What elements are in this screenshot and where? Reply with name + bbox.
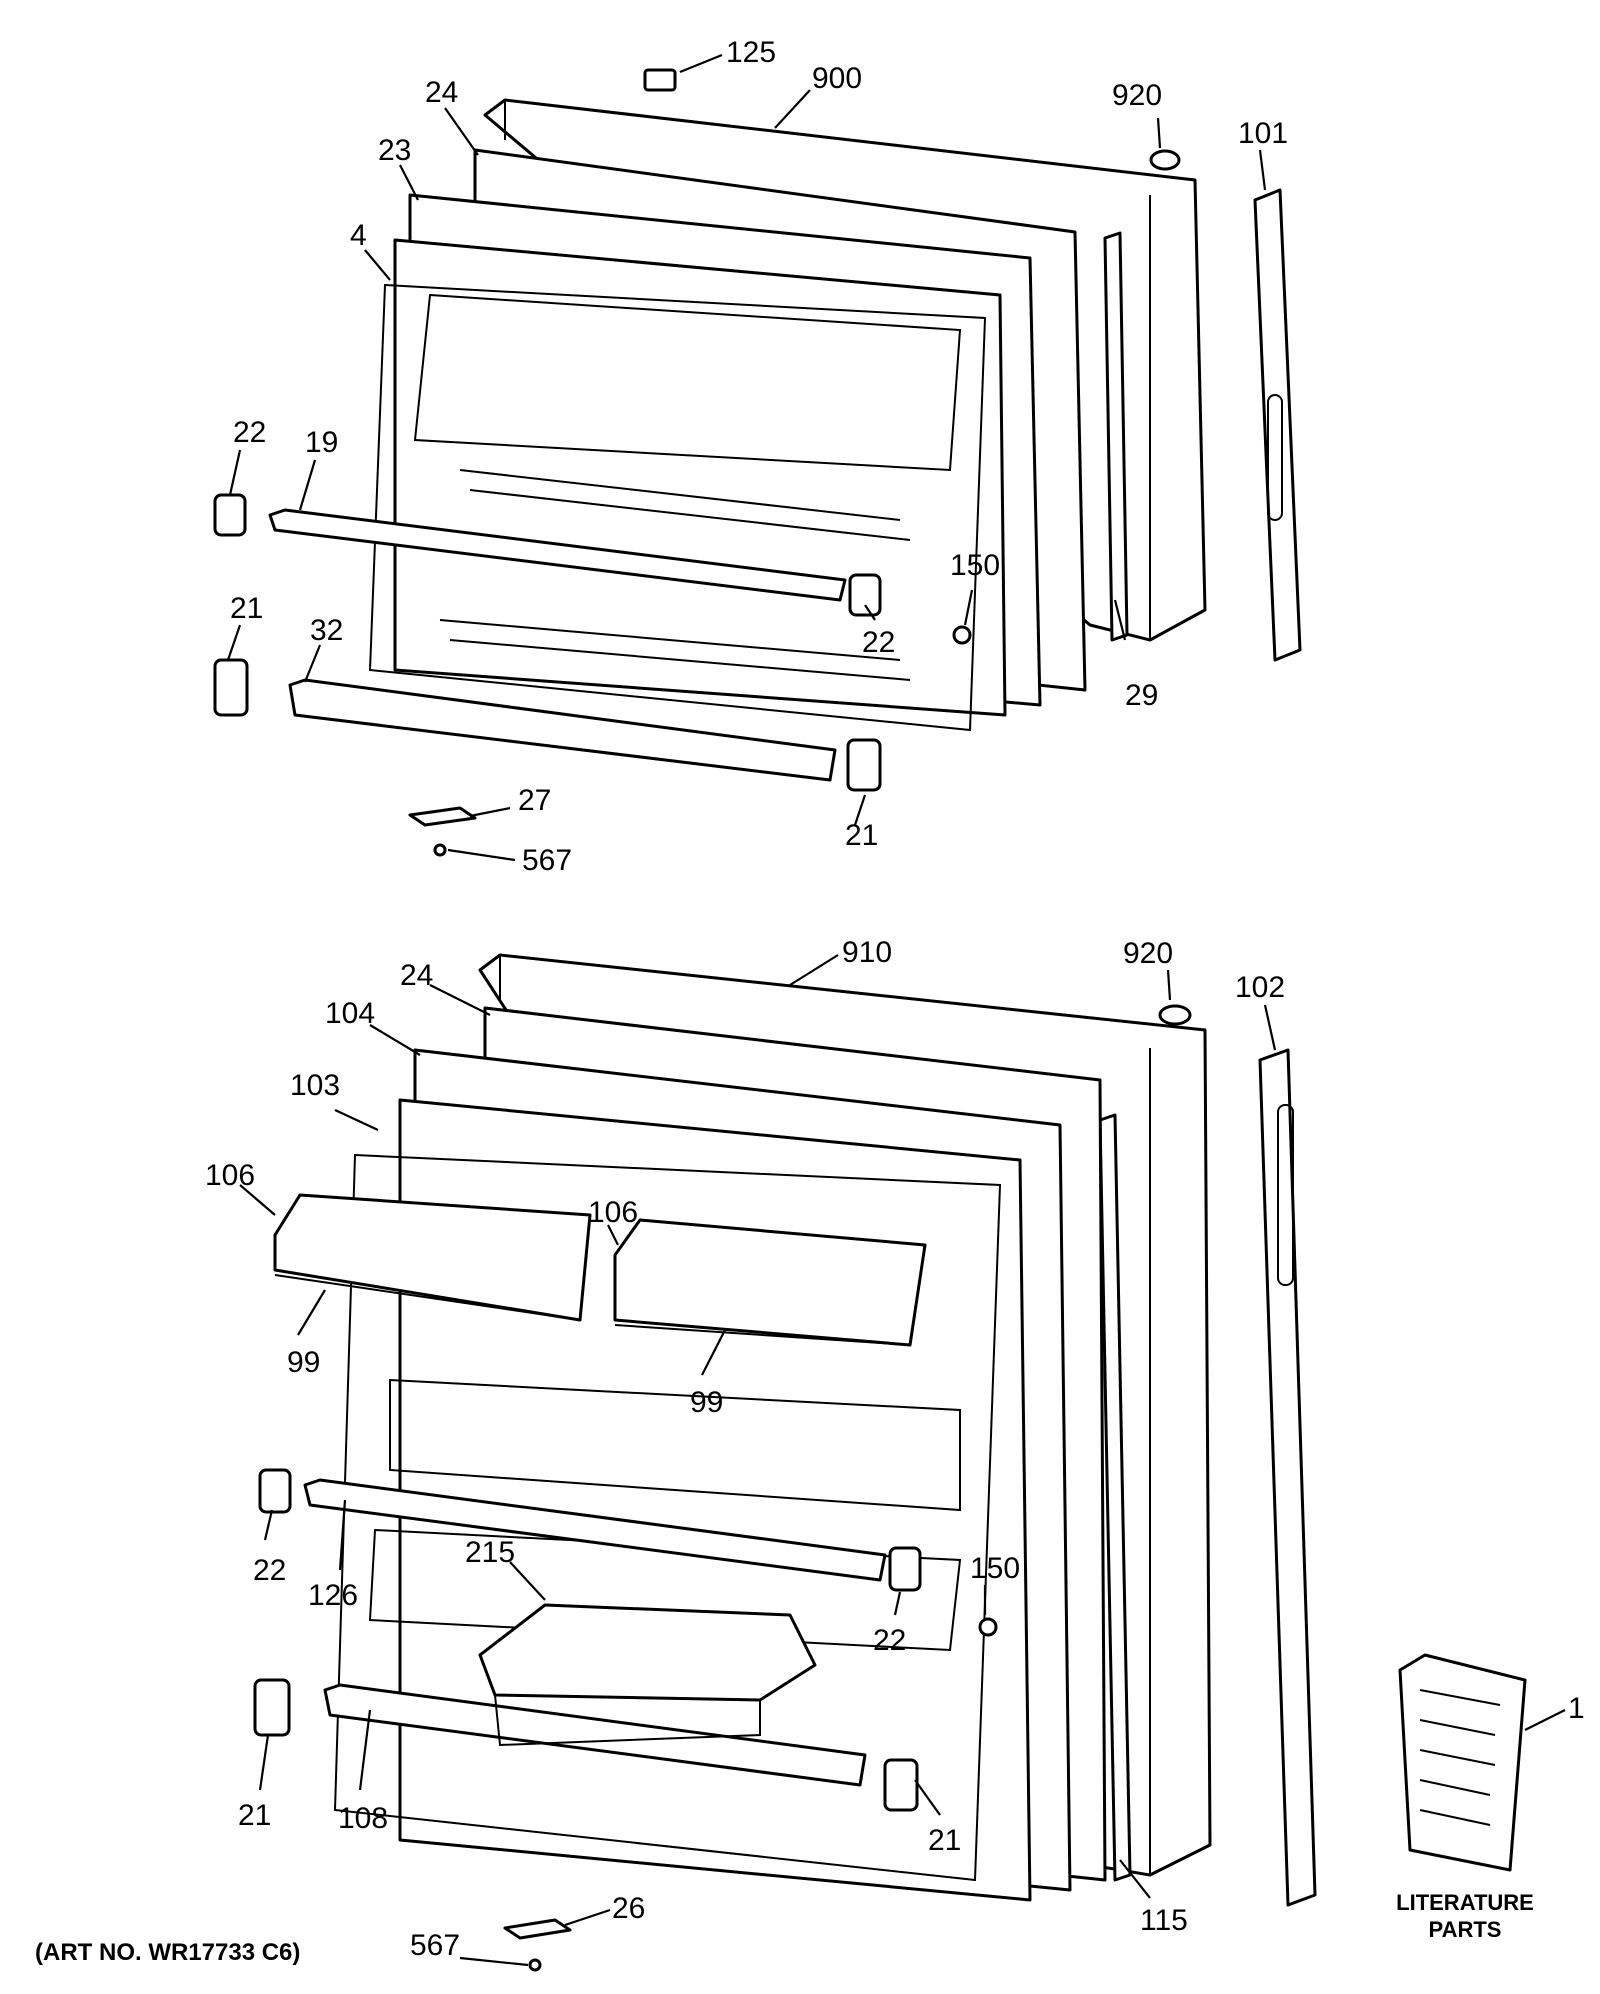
part-22-clip-right xyxy=(848,573,882,617)
part-21-clip-bottom-right xyxy=(883,1758,919,1812)
literature-caption-line1: LITERATURE xyxy=(1396,1890,1534,1915)
part-125-tag xyxy=(643,68,677,92)
callout-19: 19 xyxy=(305,426,338,459)
freezer-upper-shelf-ribs xyxy=(459,469,911,541)
callout-21-bottom-left: 21 xyxy=(238,1799,271,1832)
callout-29: 29 xyxy=(1125,679,1158,712)
callout-21-top-left: 21 xyxy=(230,592,263,625)
part-1-literature-booklet xyxy=(1398,1653,1527,1872)
callout-22-bottom-left: 22 xyxy=(253,1554,286,1587)
callout-900: 900 xyxy=(812,62,862,95)
callout-106-right: 106 xyxy=(588,1196,638,1229)
callout-1: 1 xyxy=(1568,1692,1585,1725)
part-920-plug xyxy=(1149,149,1181,171)
callout-150-top: 150 xyxy=(950,549,1000,582)
fresh-food-door-assembly: 910 920 102 24 104 103 106 106 99 99 22 … xyxy=(205,936,1585,1972)
callout-22-bottom-right: 22 xyxy=(873,1624,906,1657)
callout-101: 101 xyxy=(1238,117,1288,150)
part-29-strip xyxy=(1103,231,1129,642)
freezer-leader-lines xyxy=(226,53,1267,862)
callout-24-top: 24 xyxy=(425,76,458,109)
callout-150-bottom: 150 xyxy=(970,1552,1020,1585)
part-22-clip-left xyxy=(213,493,247,537)
part-32-shelf-bar xyxy=(288,678,837,782)
callout-21-bottom-right: 21 xyxy=(928,1824,961,1857)
callout-910: 910 xyxy=(842,936,892,969)
part-21-clip-right xyxy=(846,738,882,792)
literature-caption-line2: PARTS xyxy=(1429,1917,1502,1942)
part-567-screw-bottom xyxy=(528,1958,542,1972)
callout-126: 126 xyxy=(308,1579,358,1612)
part-920-plug-bottom xyxy=(1158,1004,1192,1026)
callout-27: 27 xyxy=(518,784,551,817)
part-106-bin-right xyxy=(613,1218,927,1347)
callout-22-top-left: 22 xyxy=(233,416,266,449)
art-number: (ART NO. WR17733 C6) xyxy=(35,1939,300,1966)
callout-4: 4 xyxy=(350,219,367,252)
callout-21-top-right: 21 xyxy=(845,819,878,852)
callout-103: 103 xyxy=(290,1069,340,1102)
callout-115: 115 xyxy=(1140,1904,1188,1937)
part-102-handle xyxy=(1258,1048,1317,1907)
part-26-hinge xyxy=(503,1918,572,1940)
part-567-screw-top xyxy=(433,843,447,857)
part-27-hinge xyxy=(408,806,477,827)
callout-125: 125 xyxy=(726,36,776,69)
freezer-door-assembly: 125 900 920 101 24 23 4 22 19 150 22 21 … xyxy=(213,36,1302,877)
part-150-screw xyxy=(952,625,972,645)
callout-22-top-right: 22 xyxy=(862,626,895,659)
literature-page-lines xyxy=(1419,1689,1501,1826)
callout-99-left: 99 xyxy=(287,1346,320,1379)
callout-567-top: 567 xyxy=(522,844,572,877)
freezer-lower-shelf-ribs xyxy=(439,619,911,681)
part-22-clip-bottom-left xyxy=(258,1468,292,1514)
fresh-food-leader-lines xyxy=(239,954,1566,1967)
callout-102: 102 xyxy=(1235,971,1285,1004)
callout-567-bottom: 567 xyxy=(410,1929,460,1962)
part-21-clip-bottom-left xyxy=(253,1678,291,1737)
callout-108: 108 xyxy=(338,1802,388,1835)
callout-26: 26 xyxy=(612,1892,645,1925)
callout-215: 215 xyxy=(465,1536,515,1569)
part-150-screw-bottom xyxy=(978,1617,998,1637)
part-101-handle xyxy=(1253,188,1302,662)
part-108-shelf-bar xyxy=(323,1683,867,1787)
callout-104: 104 xyxy=(325,997,375,1030)
part-215-bin xyxy=(478,1603,817,1702)
callout-99-right: 99 xyxy=(690,1386,723,1419)
callout-24-bottom: 24 xyxy=(400,959,433,992)
callout-920-top: 920 xyxy=(1112,79,1162,112)
part-19-shelf-bar xyxy=(268,508,847,602)
part-21-clip-left xyxy=(213,658,249,717)
part-115-strip xyxy=(1098,1113,1132,1882)
part-106-bin-left xyxy=(273,1193,592,1322)
callout-920-bottom: 920 xyxy=(1123,937,1173,970)
callout-32: 32 xyxy=(310,614,343,647)
callout-23: 23 xyxy=(378,134,411,167)
part-126-shelf-bar xyxy=(303,1478,887,1582)
callout-106-left: 106 xyxy=(205,1159,255,1192)
part-22-clip-bottom-right xyxy=(888,1546,922,1592)
